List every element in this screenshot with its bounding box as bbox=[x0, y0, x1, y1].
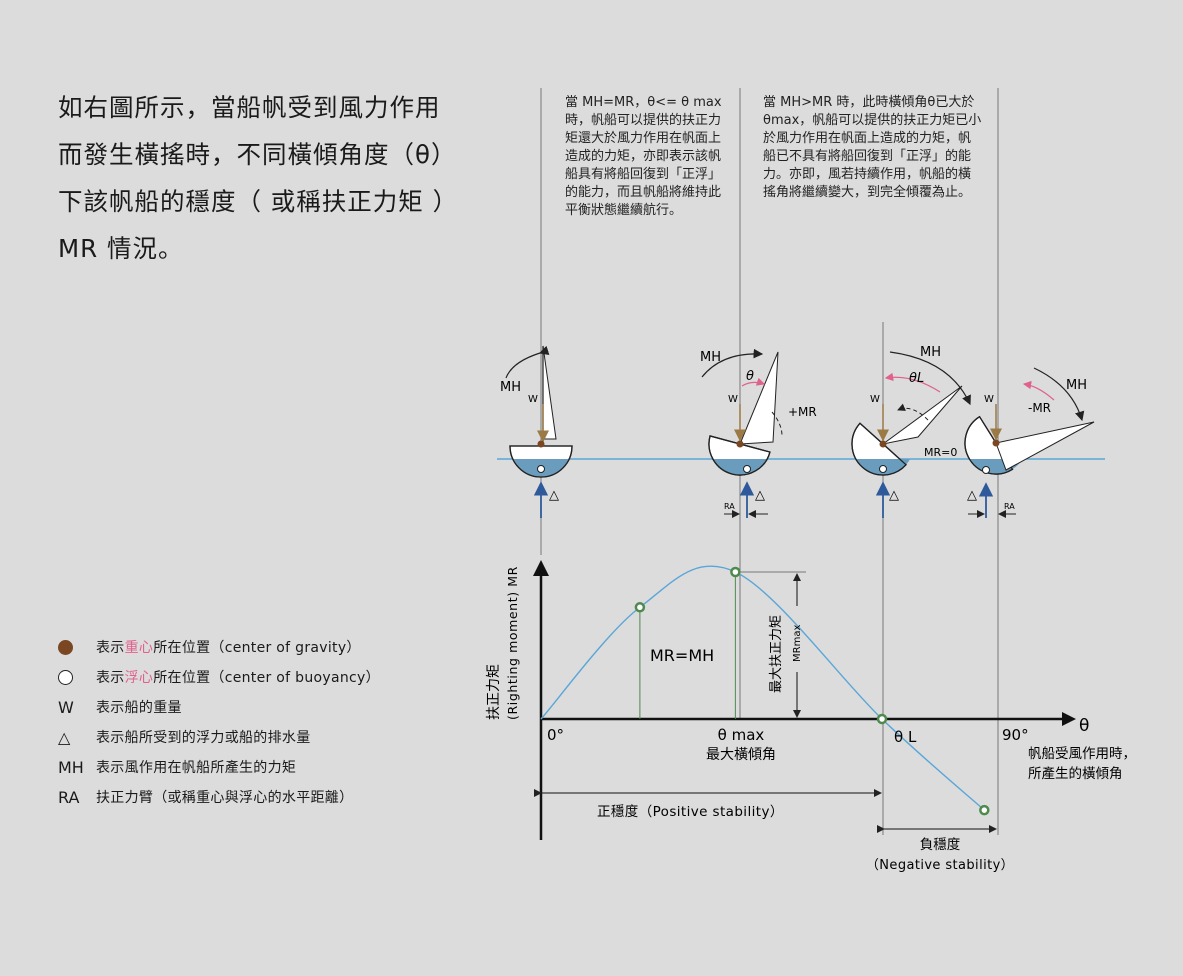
delta-label: △ bbox=[967, 488, 977, 503]
curve-point bbox=[730, 566, 741, 578]
heel-angle-arrow bbox=[1022, 380, 1055, 401]
x-axis-label: θ bbox=[1079, 716, 1089, 736]
negative-stability-label-cn: 負穩度 bbox=[920, 837, 961, 853]
legend-highlight: 浮心 bbox=[124, 670, 154, 686]
mrmax-label: MRmax bbox=[792, 625, 803, 662]
guide-lines bbox=[540, 88, 999, 835]
y-axis-label-cn: 扶正力矩 bbox=[486, 664, 502, 720]
ra-label: RA bbox=[724, 502, 735, 511]
legend-text: 所在位置（center of buoyancy） bbox=[153, 670, 380, 686]
gravity-dot bbox=[879, 440, 887, 448]
theta-label: θ bbox=[746, 369, 754, 384]
heel-angle-arrow bbox=[884, 372, 941, 393]
mh-label: MH bbox=[500, 380, 521, 395]
x-axis-note-2: 所產生的橫傾角 bbox=[1028, 765, 1123, 782]
w-label: W bbox=[728, 394, 738, 405]
boat-thetal: MH θL W MR=0 △ bbox=[851, 345, 971, 518]
tick-zero: 0° bbox=[547, 726, 564, 744]
intro-paragraph: 如右圖所示，當船帆受到風力作用 而發生橫搖時，不同橫傾角度（θ） 下該帆船的穩度… bbox=[58, 84, 488, 272]
legend-symbol: RA bbox=[58, 788, 80, 807]
minus-mr-label: -MR bbox=[1028, 401, 1051, 415]
w-label: W bbox=[528, 394, 538, 405]
curve-point bbox=[634, 602, 646, 613]
gravity-dot bbox=[537, 440, 545, 448]
mh-label: MH bbox=[920, 345, 941, 360]
sail bbox=[542, 345, 557, 440]
x-axis-arrowhead bbox=[1062, 712, 1076, 726]
curve-point bbox=[876, 713, 888, 725]
sail bbox=[995, 421, 1095, 471]
intro-line-2: 而發生橫搖時，不同橫傾角度（θ） bbox=[58, 140, 457, 169]
righting-moment-curve bbox=[540, 565, 985, 811]
tick-thetamax: θ max bbox=[718, 726, 765, 744]
y-axis-arrowhead bbox=[533, 560, 549, 576]
legend-text: 表示風作用在帆船所產生的力矩 bbox=[96, 760, 297, 776]
mh-label: MH bbox=[700, 350, 721, 365]
gravity-dot bbox=[992, 439, 1000, 447]
w-label: W bbox=[870, 394, 880, 405]
mh-label: MH bbox=[1066, 378, 1087, 393]
legend-highlight: 重心 bbox=[124, 640, 154, 656]
ra-label: RA bbox=[1004, 502, 1015, 511]
negative-stability-label-en: （Negative stability） bbox=[866, 858, 1014, 873]
legend-text: 表示船所受到的浮力或船的排水量 bbox=[96, 730, 311, 746]
legend-text: 表示 bbox=[96, 640, 125, 656]
delta-label: △ bbox=[755, 488, 765, 503]
plus-mr-label: +MR bbox=[788, 405, 817, 419]
boat-upright: MH W △ bbox=[500, 345, 573, 518]
legend-text: 所在位置（center of gravity） bbox=[153, 640, 361, 656]
tick-thetal: θ L bbox=[894, 728, 917, 746]
delta-label: △ bbox=[549, 488, 559, 503]
buoyancy-dot bbox=[982, 466, 990, 474]
mr-zero-label: MR=0 bbox=[924, 446, 957, 459]
y-axis-label-en: (Righting moment) MR bbox=[505, 566, 520, 720]
thetal-label: θL bbox=[909, 371, 924, 386]
x-axis-note-1: 帆船受風作用時， bbox=[1028, 746, 1136, 762]
tick-thetamax-cn: 最大橫傾角 bbox=[706, 747, 776, 763]
legend-text: 扶正力臂（或稱重心與浮心的水平距離） bbox=[96, 790, 354, 806]
stability-chart: 最大扶正力矩 MRmax MR=MH 扶正力矩 (Righting moment… bbox=[486, 560, 1136, 873]
legend-text: 表示 bbox=[96, 670, 125, 686]
mrmax-cn-label: 最大扶正力矩 bbox=[769, 615, 784, 693]
buoyancy-dot bbox=[879, 465, 887, 473]
heeling-moment-arrow bbox=[889, 351, 971, 406]
curve-point bbox=[979, 804, 990, 816]
heeling-moment-arrow bbox=[1033, 367, 1085, 422]
buoyancy-dot bbox=[743, 465, 751, 473]
unstable-condition-note: 當 MH>MR 時，此時橫傾角θ已大於θmax，帆船可以提供的扶正力矩已小於風力… bbox=[763, 95, 982, 200]
tick-ninety: 90° bbox=[1002, 726, 1029, 744]
buoyancy-dot bbox=[537, 465, 545, 473]
legend-symbol: MH bbox=[58, 758, 84, 777]
mr-eq-mh-label: MR=MH bbox=[650, 646, 714, 665]
stable-condition-note: 當 MH=MR，θ<= θ max 時，帆船可以提供的扶正力矩還大於風力作用在帆… bbox=[565, 95, 722, 218]
heel-angle-arrow bbox=[741, 377, 766, 387]
gravity-dot-icon bbox=[58, 638, 84, 658]
w-label: W bbox=[984, 394, 994, 405]
legend-text: 表示船的重量 bbox=[96, 700, 182, 716]
positive-stability-label: 正穩度（Positive stability） bbox=[597, 804, 784, 820]
legend-symbol: W bbox=[58, 698, 74, 717]
legend-symbol: △ bbox=[58, 728, 71, 747]
buoyancy-dot-icon bbox=[58, 668, 84, 688]
righting-moment-arrow bbox=[771, 411, 783, 437]
delta-label: △ bbox=[889, 488, 899, 503]
righting-moment-arrow bbox=[897, 403, 929, 421]
heeling-moment-arrow bbox=[505, 345, 550, 379]
intro-line-3: 下該帆船的穩度（ 或稱扶正力矩 ） bbox=[58, 187, 459, 216]
boat-capsizing: MH -MR W △ RA bbox=[964, 367, 1095, 518]
intro-line-4: MR 情況。 bbox=[58, 234, 184, 263]
heeling-moment-arrow bbox=[701, 348, 764, 378]
intro-line-1: 如右圖所示，當船帆受到風力作用 bbox=[58, 93, 441, 122]
sail bbox=[739, 351, 779, 445]
gravity-dot bbox=[736, 440, 744, 448]
boat-thetamax: MH θ W +MR △ RA bbox=[700, 348, 817, 518]
